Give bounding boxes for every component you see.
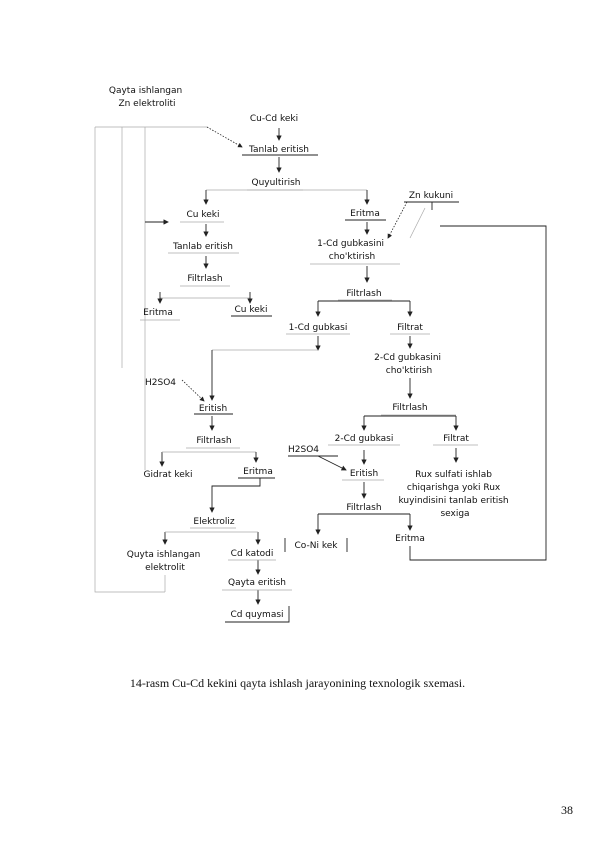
node-zn-powder: Zn kukuni <box>409 191 453 201</box>
node-electrolysis: Elektroliz <box>193 517 234 527</box>
node-cd-cathode: Cd katodi <box>231 549 274 559</box>
node-cd-sponge-1-precip: 1-Cd gubkasini cho'ktirish <box>317 239 387 262</box>
node-co-ni-cake: Co-Ni kek <box>295 541 339 551</box>
flow-connectors <box>94 126 547 623</box>
node-selective-leaching-2: Tanlab eritish <box>172 242 233 252</box>
node-cd-casting: Cd quymasi <box>230 610 283 620</box>
node-dissolution-1: Eritish <box>199 404 227 414</box>
node-cd-sponge-1: 1-Cd gubkasi <box>289 323 348 333</box>
node-filtration-3: Filtrlash <box>196 436 231 446</box>
node-filtration-5: Filtrlash <box>346 503 381 513</box>
node-filtrate-2: Filtrat <box>443 434 469 444</box>
page-number: 38 <box>561 803 573 817</box>
node-decantation: Quyultirish <box>252 178 301 188</box>
node-selective-leaching-1: Tanlab eritish <box>248 145 309 155</box>
node-filtration-1: Filtrlash <box>187 274 222 284</box>
node-zinc-sulfate-dept: Rux sulfati ishlab chiqarishga yoki Rux … <box>398 470 511 519</box>
node-cd-sponge-2: 2-Cd gubkasi <box>335 434 394 444</box>
figure-caption: 14-rasm Cu-Cd kekini qayta ishlash jaray… <box>129 676 466 690</box>
node-filtration-2: Filtrlash <box>346 289 381 299</box>
node-cd-sponge-2-precip: 2-Cd gubkasini cho'ktirish <box>374 353 444 376</box>
node-filtrate-1: Filtrat <box>397 323 423 333</box>
node-cu-cd-cake: Cu-Cd keki <box>250 114 298 124</box>
node-recycled-zn-electrolyte: Qayta ishlangan Zn elektroliti <box>109 86 185 109</box>
flow-nodes: Qayta ishlangan Zn elektroliti Cu-Cd kek… <box>109 86 511 620</box>
node-solution-2: Eritma <box>143 308 173 318</box>
node-cu-cake-1: Cu keki <box>187 210 220 220</box>
node-solution-4: Eritma <box>395 534 425 544</box>
node-cu-cake-2: Cu keki <box>235 305 268 315</box>
node-dissolution-2: Eritish <box>350 469 378 479</box>
node-solution-3: Eritma <box>243 467 273 477</box>
node-solution-1: Eritma <box>350 209 380 219</box>
node-h2so4-1: H2SO4 <box>145 378 176 388</box>
node-h2so4-2: H2SO4 <box>288 445 319 455</box>
node-remelting: Qayta eritish <box>228 578 286 588</box>
node-spent-electrolyte: Quyta ishlangan elektrolit <box>127 550 203 573</box>
node-hydrate-cake: Gidrat keki <box>144 470 193 480</box>
node-filtration-4: Filtrlash <box>392 403 427 413</box>
